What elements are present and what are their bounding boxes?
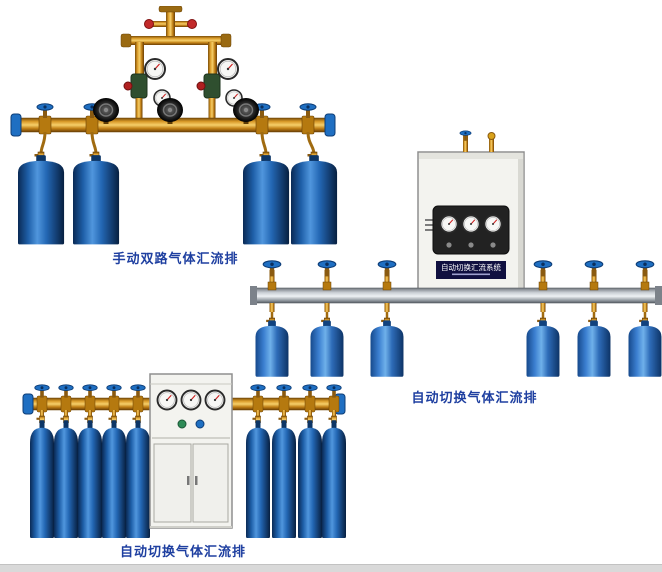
panel-knob [468, 242, 474, 248]
rail-end-cap [250, 286, 257, 305]
product-auto-switch-wall: 自动切换汇流系统 [250, 128, 662, 408]
auto-switch-wall-illustration: 自动切换汇流系统 [250, 130, 662, 377]
gas-cylinder [126, 420, 150, 538]
blue-valve-handle [262, 260, 282, 277]
blue-valve-handle [82, 384, 98, 399]
blue-indicator-knob [195, 419, 205, 429]
rail-end-cap [655, 286, 662, 305]
product-caption-manual-dual: 手动双路气体汇流排 [112, 251, 239, 266]
station [310, 260, 344, 377]
station [78, 384, 102, 538]
pressure-gauge [217, 58, 239, 80]
gas-cylinder [298, 420, 322, 538]
station [255, 260, 289, 377]
station [30, 384, 54, 538]
station [102, 384, 126, 538]
cabinet-door-right [192, 443, 229, 523]
pressure-gauge [156, 389, 178, 411]
station [246, 384, 270, 538]
pressure-gauge [144, 58, 166, 80]
blue-valve-handle [58, 384, 74, 399]
pipe-end-cap [22, 393, 34, 415]
station [577, 260, 611, 377]
station [370, 260, 404, 377]
manifold-rail [250, 286, 662, 305]
manual-dual-manifold-illustration [10, 6, 338, 245]
station [54, 384, 78, 538]
pipe-end-cap [10, 113, 22, 137]
gas-cylinder [526, 320, 560, 377]
gas-cylinder [30, 420, 54, 538]
cabinet-label-text: 自动切换汇流系统 [441, 262, 501, 272]
door-handle [195, 476, 198, 485]
product-manual-dual-manifold: 手动双路气体汇流排 [8, 6, 343, 276]
station [322, 384, 346, 538]
blue-valve-handle [34, 384, 50, 399]
station [526, 260, 560, 377]
blue-valve-handle [635, 260, 655, 277]
blue-valve-handle [36, 103, 54, 119]
gas-cylinder [370, 320, 404, 377]
station [628, 260, 662, 377]
door-handle [187, 476, 190, 485]
gas-cylinder [73, 155, 120, 245]
green-indicator-knob [177, 419, 187, 429]
gas-cylinder [18, 155, 65, 245]
blue-valve-handle [459, 130, 472, 142]
pressure-gauge [483, 214, 503, 234]
blue-valve-handle [250, 384, 266, 399]
page-footer-strip [0, 564, 662, 572]
pressure-gauge [439, 214, 459, 234]
product-auto-switch-floor: 自动切换气体汇流排 [18, 368, 348, 568]
blue-valve-handle [299, 103, 317, 119]
right-stations [246, 384, 346, 538]
panel-knob [446, 242, 452, 248]
brass-valve-knob [487, 132, 496, 140]
blue-valve-handle [584, 260, 604, 277]
auto-switch-floor-illustration [22, 373, 346, 538]
gas-cylinder [102, 420, 126, 538]
pressure-gauge [204, 389, 226, 411]
station [126, 384, 150, 538]
control-cabinet [149, 373, 233, 529]
gas-cylinder [272, 420, 296, 538]
rail-stations [255, 260, 662, 377]
pipe-end-cap [324, 113, 336, 137]
header-pipe [120, 33, 232, 76]
blue-valve-handle [317, 260, 337, 277]
panel-knob [490, 242, 496, 248]
gas-cylinder [78, 420, 102, 538]
blue-valve-handle [533, 260, 553, 277]
blue-valve-handle [106, 384, 122, 399]
station [298, 384, 322, 538]
left-stations [30, 384, 150, 538]
station [272, 384, 296, 538]
control-cabinet: 自动切换汇流系统 [417, 130, 525, 293]
gas-cylinder [54, 420, 78, 538]
gas-cylinder [246, 420, 270, 538]
blue-valve-handle [302, 384, 318, 399]
blue-valve-handle [377, 260, 397, 277]
gas-cylinder [577, 320, 611, 377]
cabinet-door-left [153, 443, 192, 523]
product-caption-auto-floor: 自动切换气体汇流排 [119, 544, 246, 559]
pressure-gauge [461, 214, 481, 234]
red-valve-knob [144, 19, 154, 29]
red-valve-knob [187, 19, 197, 29]
pressure-gauge [180, 389, 202, 411]
blue-valve-handle [130, 384, 146, 399]
gas-cylinder [628, 320, 662, 377]
blue-valve-handle [276, 384, 292, 399]
product-caption-auto-wall: 自动切换气体汇流排 [411, 390, 538, 405]
top-riser-pipe [144, 6, 197, 42]
gas-cylinder [322, 420, 346, 538]
